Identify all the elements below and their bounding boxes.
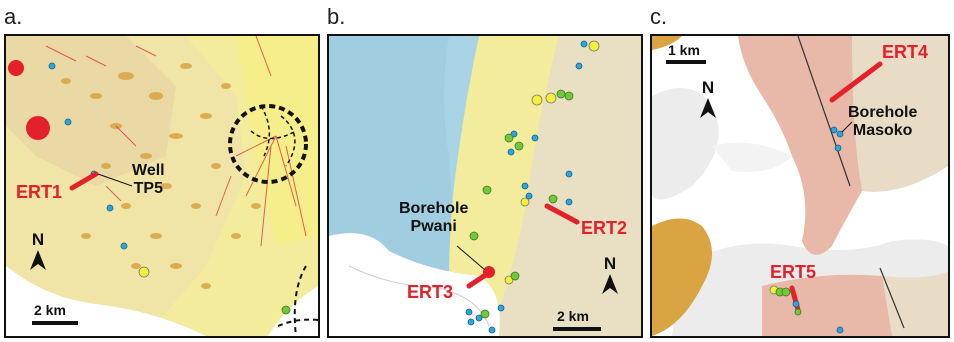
well-point [792,300,800,308]
ert2-label: ERT2 [581,218,628,238]
orange-patches [61,63,261,289]
well-label-line2: TP5 [133,180,163,197]
well-point [836,326,844,334]
scale-bar [666,60,706,64]
spring-point [281,305,291,315]
scale-label: 1 km [668,42,700,58]
ert3-label: ERT3 [407,282,454,302]
well-label-line1: Well [132,162,165,179]
ert4-label: ERT4 [882,42,929,62]
map-panel-a: ERT1 Well TP5 N 2 km [4,34,320,338]
borehole-label-line1: Borehole [399,200,469,217]
north-arrow-icon [700,98,716,118]
volcanic-cone [26,116,50,140]
scale-label: 2 km [34,302,66,318]
caldera-outline [228,104,308,184]
spring-point [138,266,150,278]
ert5-label: ERT5 [770,262,817,282]
ert3-profile [466,271,490,289]
spring-point [781,287,791,297]
fault-line [797,36,851,187]
borehole-label-line2: Pwani [410,218,457,235]
borehole-label-line2: Masoko [852,122,913,139]
ert1-profile [69,171,99,191]
ert4-profile [829,61,883,103]
north-label: N [701,78,715,97]
borehole-pwani-point [483,266,495,278]
borehole-masoko-label: Borehole Masoko [848,104,917,140]
north-arrow-icon [602,274,618,294]
spring-point [794,308,802,316]
scale-bar [553,327,601,331]
ert1-label: ERT1 [16,182,63,202]
fault-line [879,267,905,329]
borehole-pwani-label: Borehole Pwani [399,200,468,236]
scale-label: 2 km [557,308,589,324]
map-panel-b: Borehole Pwani ERT2 ERT3 N 2 km [327,34,643,338]
north-arrow-icon [30,250,46,270]
ert2-profile [544,203,580,225]
well-tp5-label: Well TP5 [132,162,165,198]
well-point [120,242,128,250]
panel-c-letter: c. [650,4,668,29]
map-panel-c: 1 km N ERT4 Borehole Masoko ERT5 [650,34,950,338]
north-label: N [603,254,617,273]
borehole-leader-line [456,245,486,271]
map-c-canvas [652,36,948,336]
panel-b-letter: b. [327,4,346,29]
well-leader-line [97,173,133,187]
volcanic-cone [8,60,24,76]
well-point [836,130,844,138]
map-b-canvas [329,36,641,336]
borehole-label-line1: Borehole [848,104,918,121]
well-point [106,204,114,212]
well-point [64,118,72,126]
spring-points [465,40,600,334]
well-point [48,62,56,70]
borehole-masoko-point [830,126,838,134]
north-label: N [31,230,45,249]
map-a-canvas [6,36,318,336]
well-point [834,144,842,152]
scale-bar [32,321,78,325]
panel-a-letter: a. [4,4,23,29]
